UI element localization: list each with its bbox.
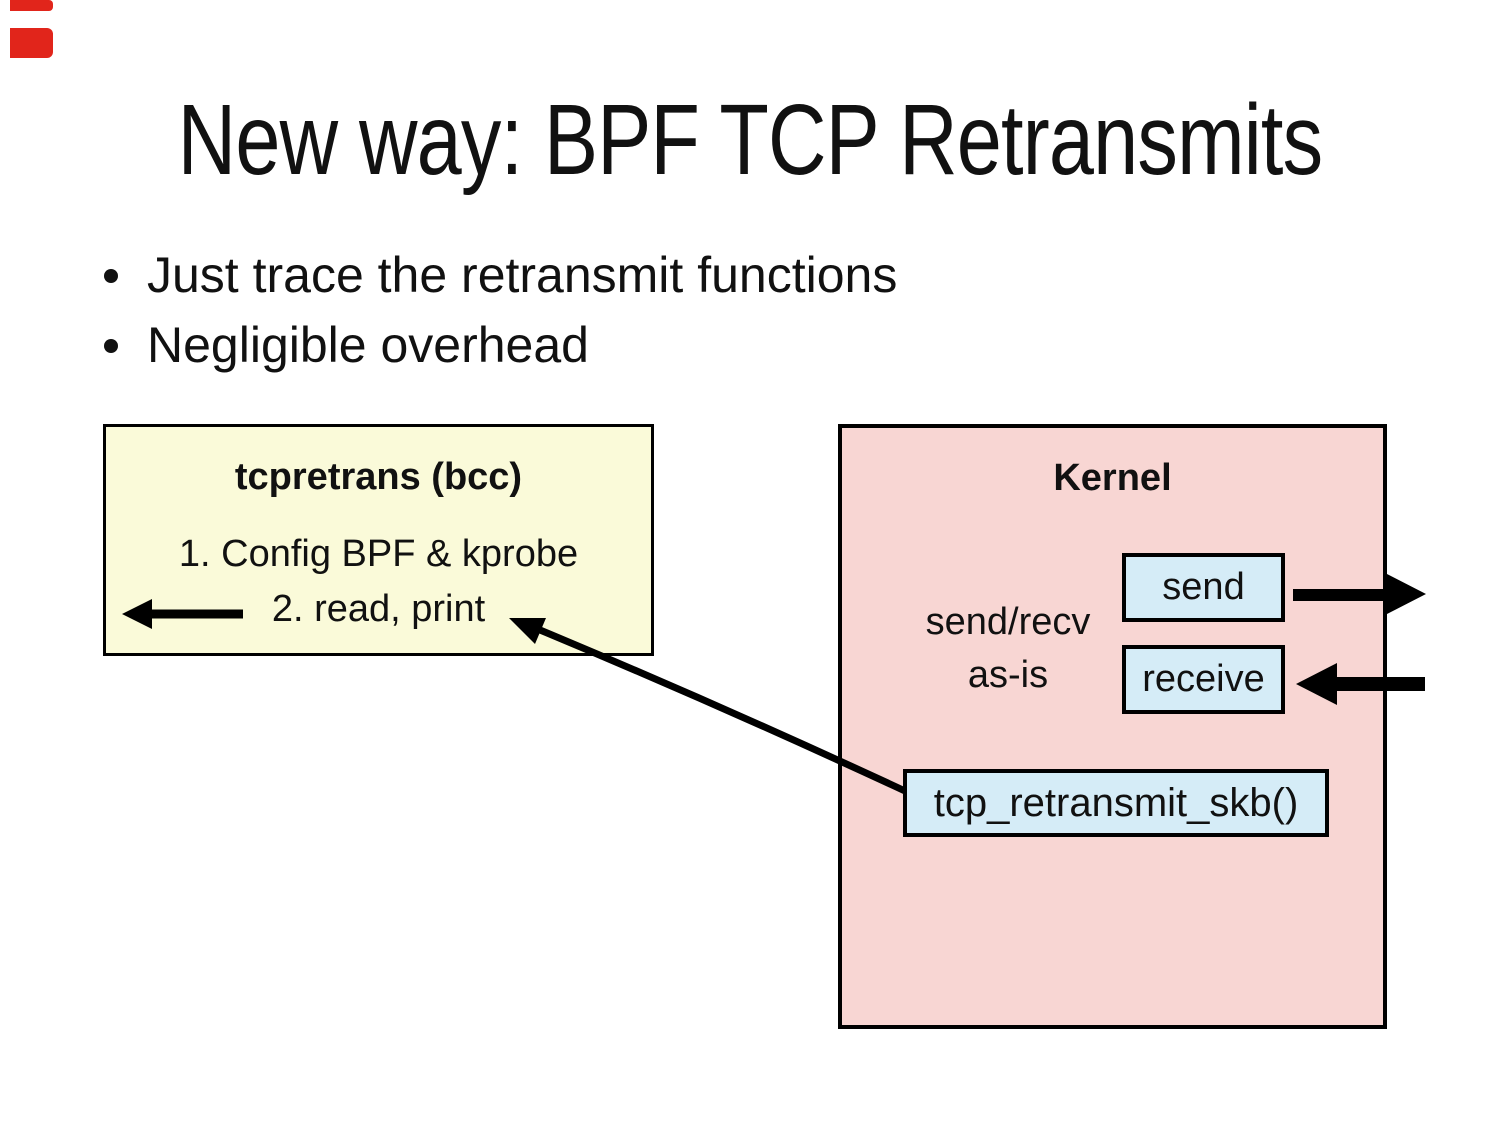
tcpretrans-step-2: 2. read, print <box>271 588 486 630</box>
bullet-text: Just trace the retransmit functions <box>147 247 898 303</box>
bullet-dot-icon <box>104 269 118 283</box>
tcp-retransmit-skb-box: tcp_retransmit_skb() <box>903 769 1329 837</box>
send-recv-label-line2: as-is <box>967 654 1049 696</box>
send-recv-label-line1: send/recv <box>925 601 1091 643</box>
kernel-box-title: Kernel <box>1053 457 1172 499</box>
tcpretrans-step-1: 1. Config BPF & kprobe <box>178 533 579 575</box>
tcpretrans-box: tcpretrans (bcc) 1. Config BPF & kprobe … <box>103 424 654 656</box>
bullet-dot-icon <box>104 339 118 353</box>
receive-box: receive <box>1122 645 1285 714</box>
red-corner-mark-bottom <box>10 28 53 58</box>
send-box: send <box>1122 553 1285 622</box>
bullet-item: Negligible overhead <box>104 317 589 373</box>
send-recv-label: send/recv as-is <box>878 596 1138 702</box>
page-title: New way: BPF TCP Retransmits <box>177 84 1323 196</box>
red-corner-mark-top <box>10 0 53 11</box>
tcpretrans-box-title: tcpretrans (bcc) <box>234 456 523 498</box>
kernel-box: Kernel send/recv as-is send receive tcp_… <box>838 424 1387 1029</box>
bullet-item: Just trace the retransmit functions <box>104 247 898 303</box>
bullet-text: Negligible overhead <box>147 317 589 373</box>
